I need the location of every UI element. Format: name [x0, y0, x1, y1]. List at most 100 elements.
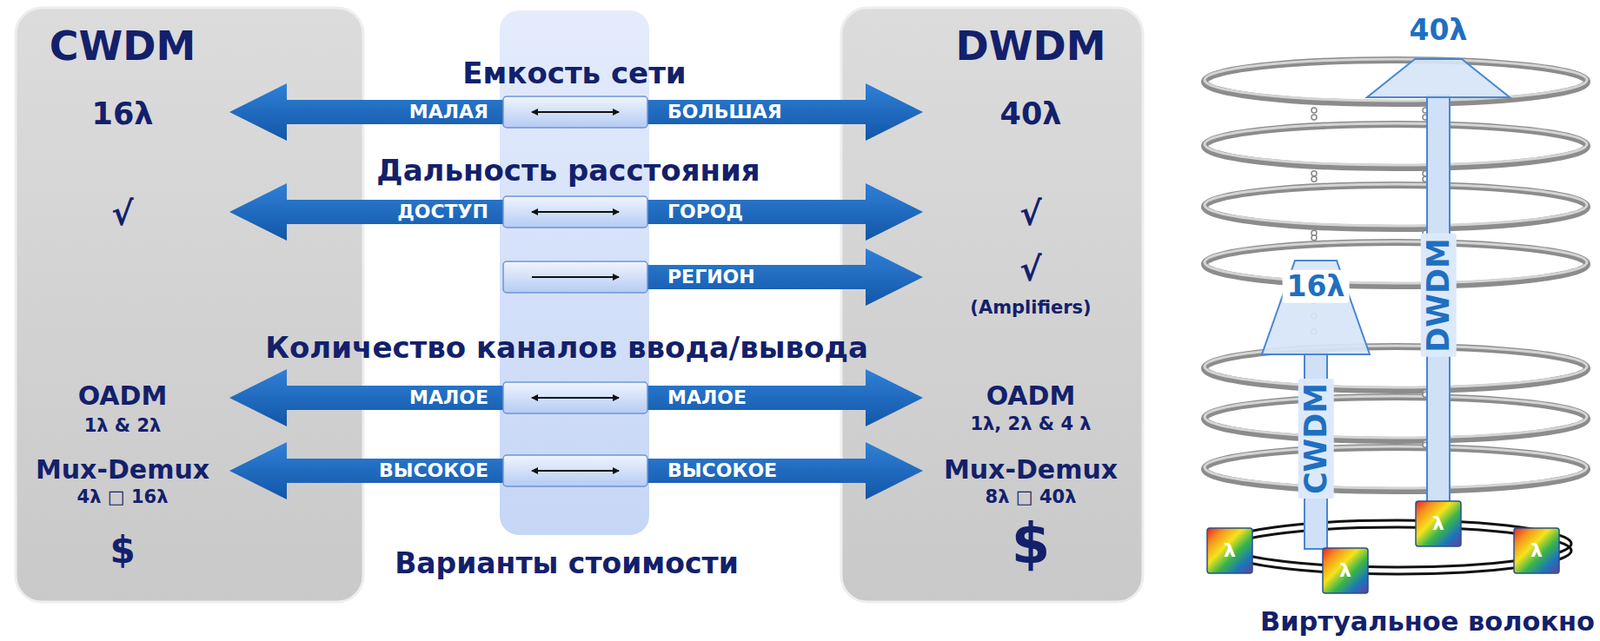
- arrow-label: МАЛАЯ: [409, 101, 489, 123]
- text-wrap: 40λ: [1409, 14, 1468, 47]
- caption-label: Виртуальное волокно: [1260, 607, 1595, 637]
- fiber-ring-highlight: [1204, 241, 1587, 284]
- big-arrow: [644, 248, 923, 306]
- lambda-symbol: λ: [1432, 513, 1445, 535]
- arrow-label: ГОРОД: [667, 201, 744, 223]
- link-dot: [1311, 171, 1317, 177]
- text-wrap: OADM: [986, 381, 1076, 411]
- panel-shape: [15, 7, 364, 603]
- wavelength-box: [1322, 548, 1368, 594]
- cost-symbol: $: [1011, 513, 1051, 575]
- wavelength-count: 40λ: [1000, 97, 1063, 132]
- section-heading: Емкость сети: [462, 57, 686, 90]
- arrow-label: БОЛЬШАЯ: [667, 101, 783, 123]
- fiber-ring: [1223, 527, 1572, 575]
- note: (Amplifiers): [969, 298, 1091, 319]
- section-heading: Варианты стоимости: [394, 548, 739, 580]
- big-arrow: [644, 442, 923, 500]
- wavelength-box: [1513, 528, 1560, 574]
- fiber-ring-highlight: [1204, 396, 1587, 439]
- text-wrap: БОЛЬШАЯ: [667, 101, 783, 123]
- big-arrow: [644, 369, 923, 427]
- fiber-ring: [1204, 242, 1587, 286]
- text-wrap: √: [111, 196, 133, 233]
- text-wrap: 16λ: [1282, 270, 1350, 304]
- text-wrap: ВЫСОКОЕ: [667, 460, 777, 482]
- big-arrow: [644, 183, 923, 241]
- scale-box: [503, 455, 648, 487]
- arrow-label: РЕГИОН: [667, 266, 756, 288]
- big-arrow: [229, 442, 505, 500]
- arrow-label: ВЫСОКОЕ: [667, 460, 777, 482]
- cwdm-panel: CWDM16λ√OADM1λ & 2λMux-Demux4λ □ 16λ$: [15, 7, 364, 603]
- wdm-title: CWDM: [49, 24, 196, 69]
- check-mark: √: [111, 196, 133, 233]
- component-name: OADM: [78, 381, 168, 411]
- arrow-label: ВЫСОКОЕ: [378, 460, 489, 482]
- text-wrap: CWDM: [1298, 378, 1335, 499]
- text-wrap: МАЛОЕ: [667, 387, 747, 409]
- lambda-symbol: λ: [1339, 560, 1352, 582]
- bar-label: DWDM: [1420, 233, 1457, 358]
- section-heading: Дальность расстояния: [376, 154, 760, 187]
- text-wrap: 4λ □ 16λ: [77, 487, 169, 508]
- component-name: Mux-Demux: [35, 455, 210, 485]
- text-wrap: ВЫСОКОЕ: [378, 460, 489, 482]
- wavelength-count: 16λ: [1282, 270, 1350, 304]
- text-wrap: Mux-Demux: [35, 455, 210, 485]
- fiber-ring: [1204, 447, 1587, 492]
- scale-arrow: [531, 470, 619, 472]
- bar-label: CWDM: [1298, 378, 1335, 499]
- scale-box: [503, 382, 648, 414]
- text-wrap: Емкость сети: [462, 57, 686, 90]
- text-wrap: √: [1019, 196, 1042, 233]
- lambda-symbol: λ: [1530, 540, 1543, 562]
- text-wrap: Виртуальное волокно: [1260, 607, 1595, 637]
- text-wrap: λ: [1223, 540, 1236, 562]
- text-wrap: 40λ: [1000, 97, 1063, 132]
- component-spec: 4λ □ 16λ: [77, 487, 169, 508]
- scale-box: [503, 196, 648, 228]
- text-wrap: $: [1011, 513, 1051, 575]
- text-wrap: ДОСТУП: [397, 201, 489, 223]
- arrow-label: МАЛОЕ: [667, 387, 747, 409]
- big-arrow: [229, 369, 505, 427]
- fiber-ring: [1204, 397, 1587, 441]
- text-wrap: Mux-Demux: [943, 455, 1118, 485]
- link-dot: [1311, 107, 1317, 113]
- link-dot: [1311, 235, 1317, 241]
- link-dot: [1311, 114, 1317, 120]
- cwdm-head: [1261, 260, 1370, 355]
- scale-box: [503, 96, 648, 128]
- wavelength-box: [1207, 528, 1253, 574]
- text-wrap: λ: [1432, 513, 1445, 535]
- scale-arrow: [531, 397, 619, 399]
- section-heading: Количество каналов ввода/вывода: [265, 331, 869, 365]
- fiber-ring-highlight: [1204, 59, 1587, 101]
- scale-arrow: [531, 111, 619, 113]
- text-wrap: 1λ & 2λ: [84, 416, 162, 437]
- scale-box: [503, 261, 648, 293]
- text-wrap: √: [1019, 252, 1042, 289]
- fiber-ring: [1204, 185, 1587, 229]
- big-arrow: [644, 83, 923, 141]
- text-wrap: CWDM: [49, 24, 196, 69]
- text-wrap: МАЛОЕ: [409, 387, 489, 409]
- dwdm-panel: DWDM40λ√√(Amplifiers)OADM1λ, 2λ & 4 λMux…: [841, 7, 1143, 603]
- component-name: OADM: [986, 381, 1076, 411]
- dwdm-head: [1367, 59, 1510, 98]
- arrow-label: ДОСТУП: [397, 201, 489, 223]
- wavelength-count: 40λ: [1409, 14, 1468, 47]
- lambda-symbol: λ: [1223, 540, 1236, 562]
- big-arrow: [229, 83, 505, 141]
- fiber-ring-highlight: [1204, 446, 1587, 489]
- wavelength-box: [1415, 501, 1461, 547]
- scale-arrow: [531, 276, 619, 279]
- scale-arrow: [531, 211, 619, 213]
- component-spec: 1λ & 2λ: [84, 416, 162, 437]
- component-name: Mux-Demux: [943, 455, 1118, 485]
- text-wrap: λ: [1530, 540, 1543, 562]
